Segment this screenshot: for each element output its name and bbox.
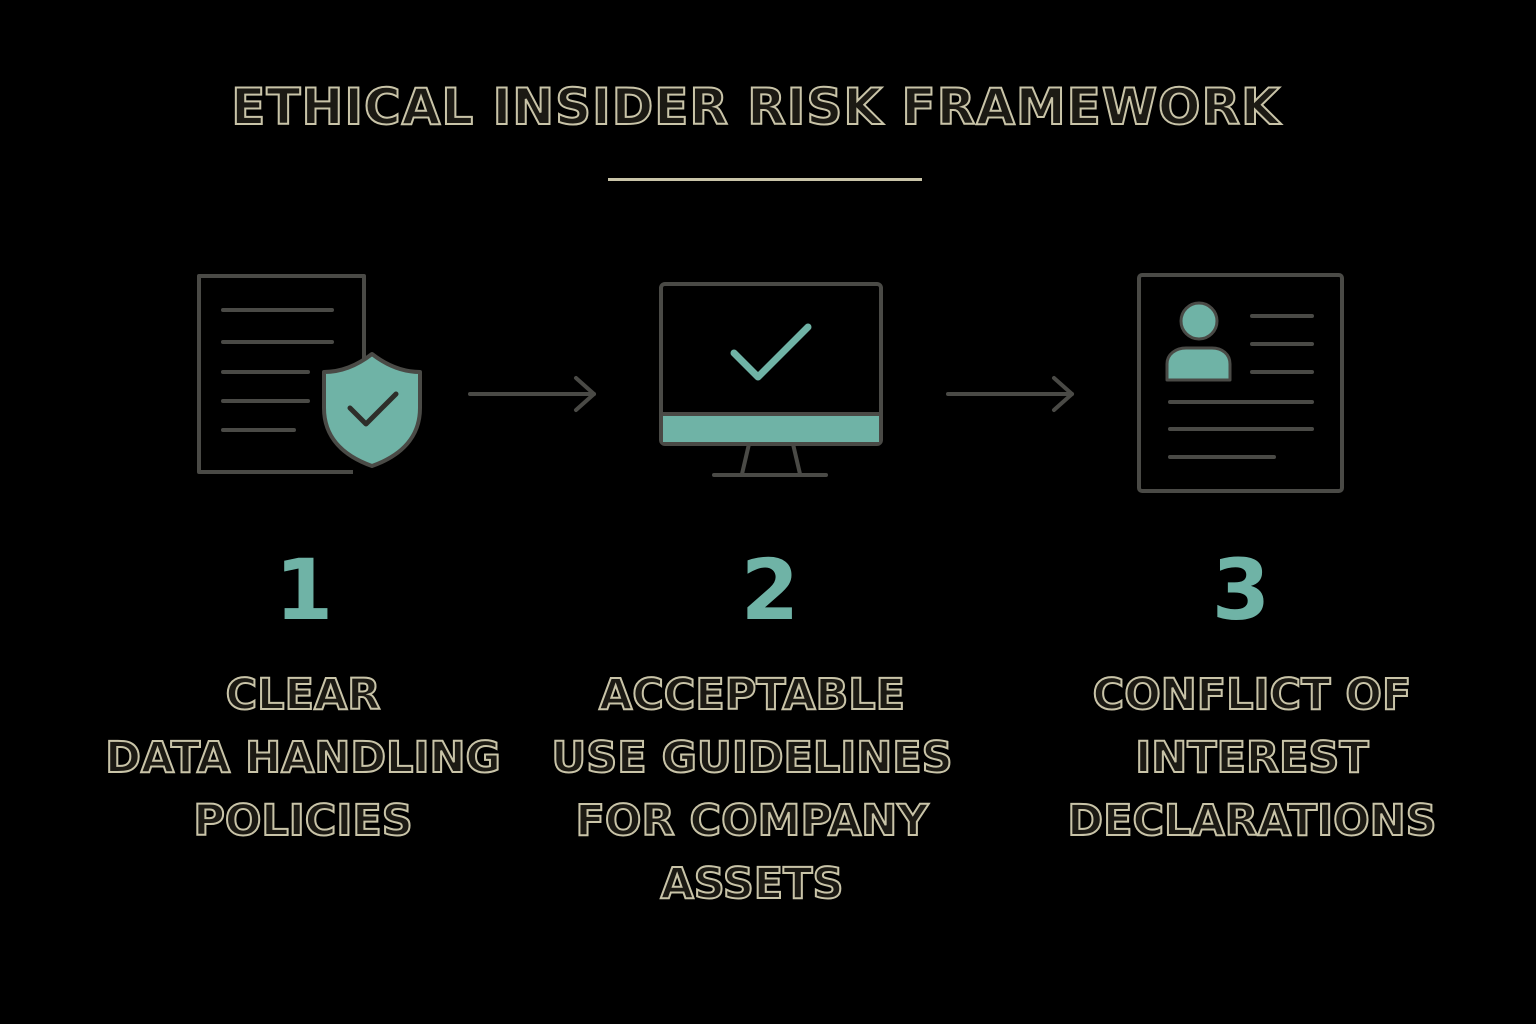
diagram-title: ETHICAL INSIDER RISK FRAMEWORK — [230, 77, 1281, 137]
step-label-line: CONFLICT OF — [1092, 669, 1413, 721]
step-label-line: USE GUIDELINES — [550, 732, 953, 784]
step-label-1: CLEAR DATA HANDLING POLICIES — [93, 664, 513, 853]
step-label-line: CLEAR — [225, 669, 382, 721]
step-label-line: ASSETS — [660, 858, 845, 910]
arrow-right-icon — [946, 376, 1074, 412]
step-number-3: 3 — [1211, 541, 1271, 639]
step-number-1: 1 — [274, 541, 334, 639]
step-label-line: FOR COMPANY — [575, 795, 930, 847]
step-number-2: 2 — [740, 541, 800, 639]
step-label-2: ACCEPTABLE USE GUIDELINES FOR COMPANY AS… — [542, 664, 962, 916]
profile-declaration-form-icon — [1137, 273, 1344, 493]
step-label-line: DATA HANDLING — [104, 732, 502, 784]
step-label-line: INTEREST — [1134, 732, 1369, 784]
arrow-right-icon — [468, 376, 596, 412]
monitor-checkmark-icon — [659, 282, 883, 477]
title-underline — [608, 178, 922, 181]
step-label-3: CONFLICT OF INTEREST DECLARATIONS — [1042, 664, 1462, 853]
step-label-line: POLICIES — [192, 795, 413, 847]
policy-document-shield-icon — [197, 274, 422, 474]
step-label-line: ACCEPTABLE — [598, 669, 906, 721]
step-label-line: DECLARATIONS — [1066, 795, 1437, 847]
